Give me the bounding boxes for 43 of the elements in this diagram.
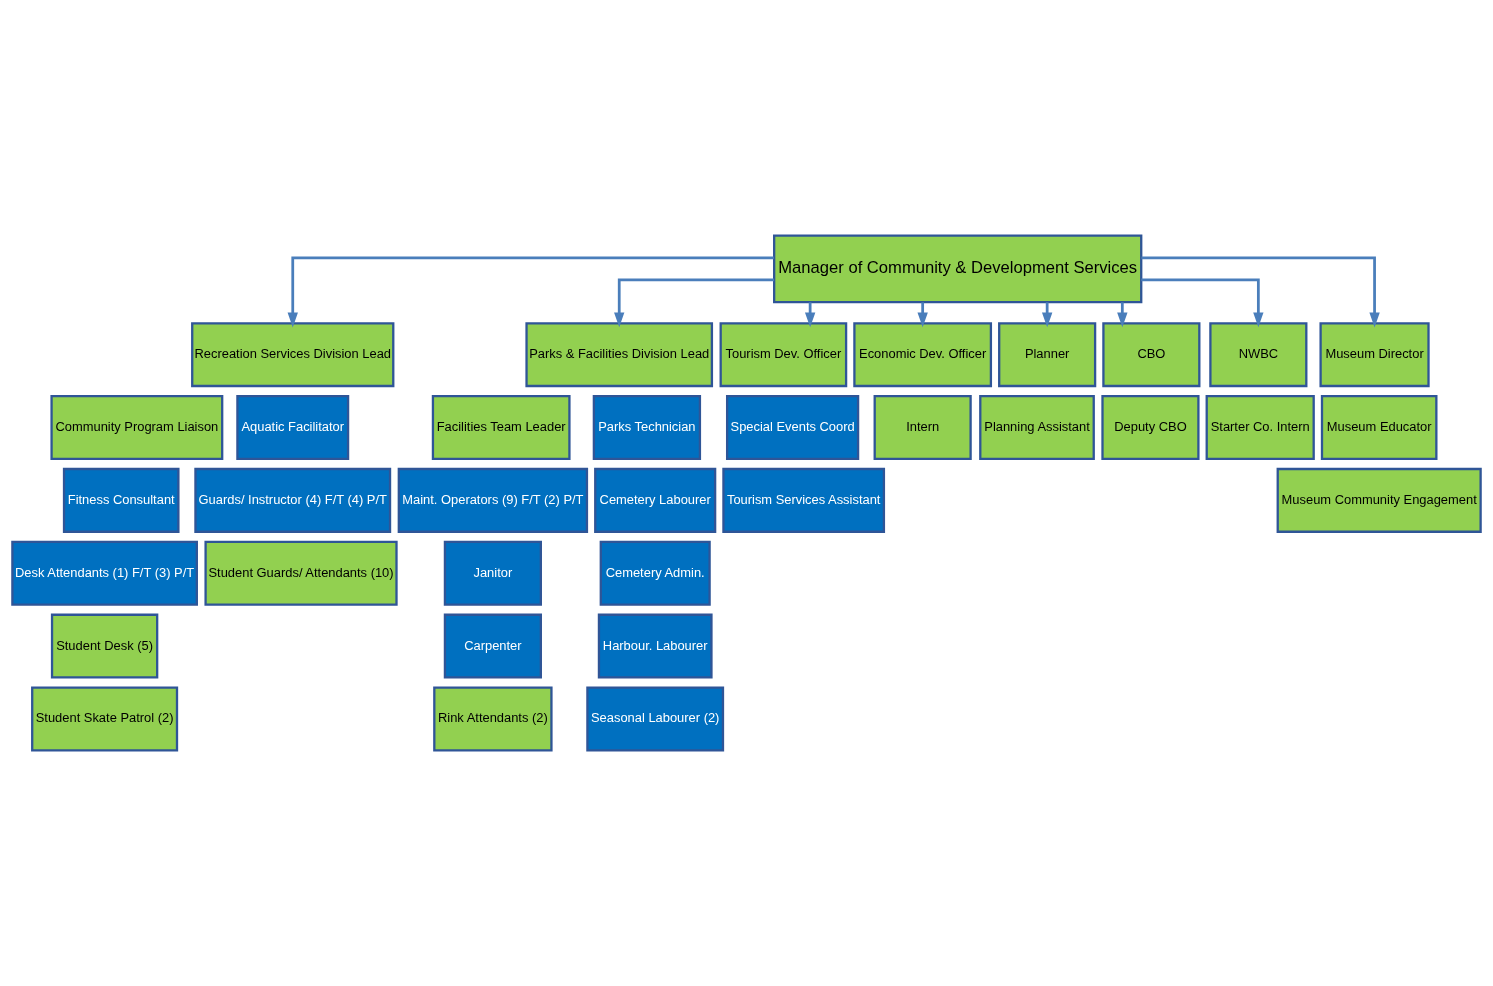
node-box: Starter Co. Intern: [1205, 395, 1315, 461]
node-box: Harbour. Labourer: [597, 613, 713, 679]
arrow: [287, 256, 774, 328]
node-box: Guards/ Instructor (4) F/T (4) P/T: [194, 467, 392, 533]
arrow: [1141, 256, 1380, 328]
node-box: Special Events Coord: [725, 395, 860, 461]
node-box: Seasonal Labourer (2): [586, 686, 725, 752]
arrow: [1117, 302, 1128, 328]
node-box: Carpenter: [443, 613, 542, 679]
node-box: Recreation Services Division Lead: [191, 322, 395, 388]
node-box: Manager of Community & Development Services: [773, 234, 1143, 304]
node-box: Tourism Services Assistant: [722, 467, 886, 533]
node-box: Janitor: [443, 540, 542, 606]
node-box: Cemetery Labourer: [594, 467, 717, 533]
node-box: Student Desk (5): [50, 613, 159, 679]
arrow: [917, 302, 928, 328]
node-box: Intern: [873, 395, 972, 461]
node-box: Planning Assistant: [979, 395, 1095, 461]
node-box: Fitness Consultant: [62, 467, 180, 533]
node-box: Facilities Team Leader: [431, 395, 571, 461]
node-box: Desk Attendants (1) F/T (3) P/T: [11, 540, 198, 606]
node-box: Rink Attendants (2): [433, 686, 553, 752]
node-box: Parks Technician: [592, 395, 702, 461]
node-box: Museum Community Engagement: [1276, 467, 1482, 533]
node-box: CBO: [1102, 322, 1201, 388]
node-box: NWBC: [1209, 322, 1308, 388]
node-box: Cemetery Admin.: [599, 540, 711, 606]
arrow: [1141, 278, 1264, 328]
node-box: Maint. Operators (9) F/T (2) P/T: [397, 467, 589, 533]
node-box: Planner: [998, 322, 1097, 388]
node-box: Economic Dev. Officer: [853, 322, 993, 388]
arrow: [804, 302, 816, 328]
arrow: [1041, 302, 1053, 328]
node-box: Community Program Liaison: [50, 395, 224, 461]
node-box: Student Skate Patrol (2): [31, 686, 179, 752]
node-box: Student Guards/ Attendants (10): [204, 540, 398, 606]
node-box: Tourism Dev. Officer: [719, 322, 848, 388]
node-box: Museum Director: [1319, 322, 1430, 388]
arrow: [614, 278, 775, 328]
node-box: Parks & Facilities Division Lead: [525, 322, 714, 388]
node-box: Museum Educator: [1320, 395, 1438, 461]
node-box: Deputy CBO: [1101, 395, 1200, 461]
node-box: Aquatic Facilitator: [236, 395, 350, 461]
